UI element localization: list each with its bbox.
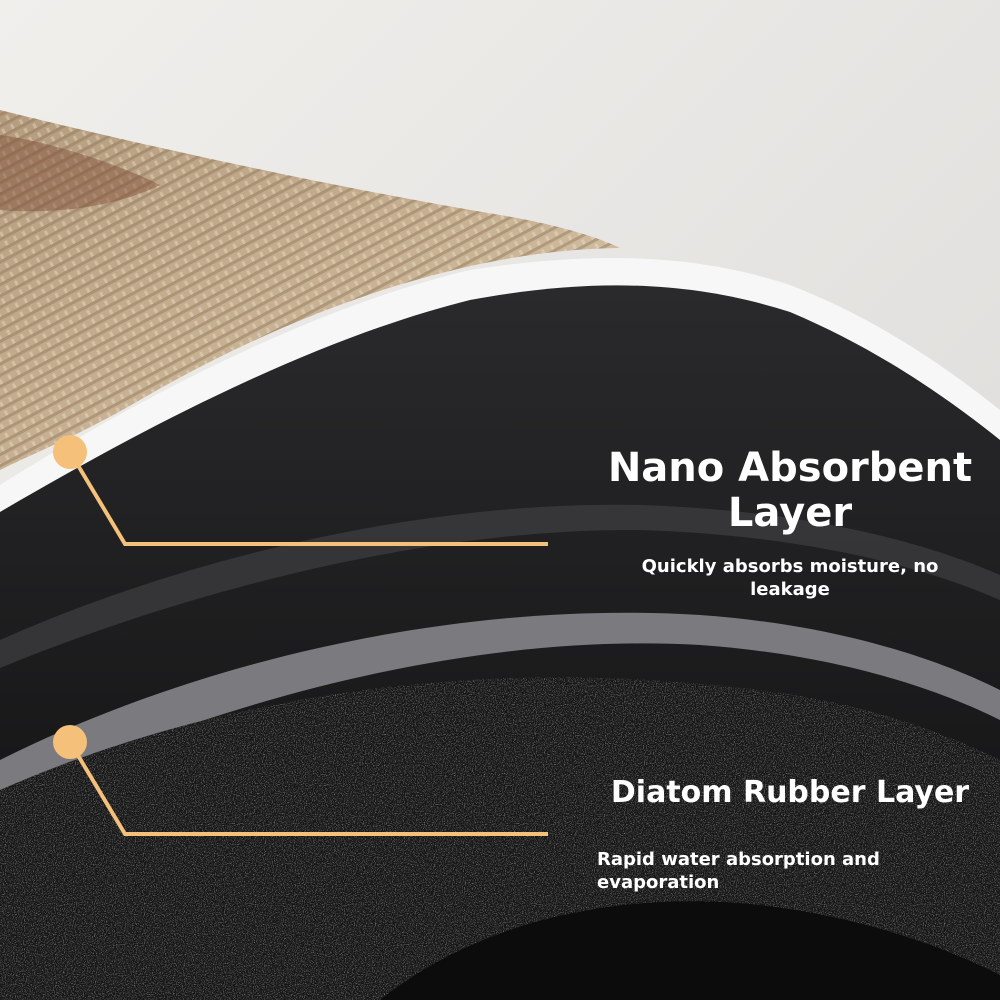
callout-dot-1: [53, 435, 87, 469]
diatom-rubber-layer: [0, 677, 1000, 1000]
absorbent-layer-edge: [0, 258, 1000, 512]
nano-absorbent-layer-description: Quickly absorbs moisture, no leakage: [641, 556, 939, 601]
nano-absorbent-layer-title: Nano Absorbent Layer: [607, 445, 973, 536]
callout-dot-2: [53, 725, 87, 759]
callout-connector-1: [68, 450, 548, 546]
diatom-rubber-layer-title: Diatom Rubber Layer: [610, 775, 970, 810]
callout-connector-2: [68, 740, 548, 836]
diatom-rubber-layer-description: Rapid water absorption and evaporation: [597, 849, 880, 894]
